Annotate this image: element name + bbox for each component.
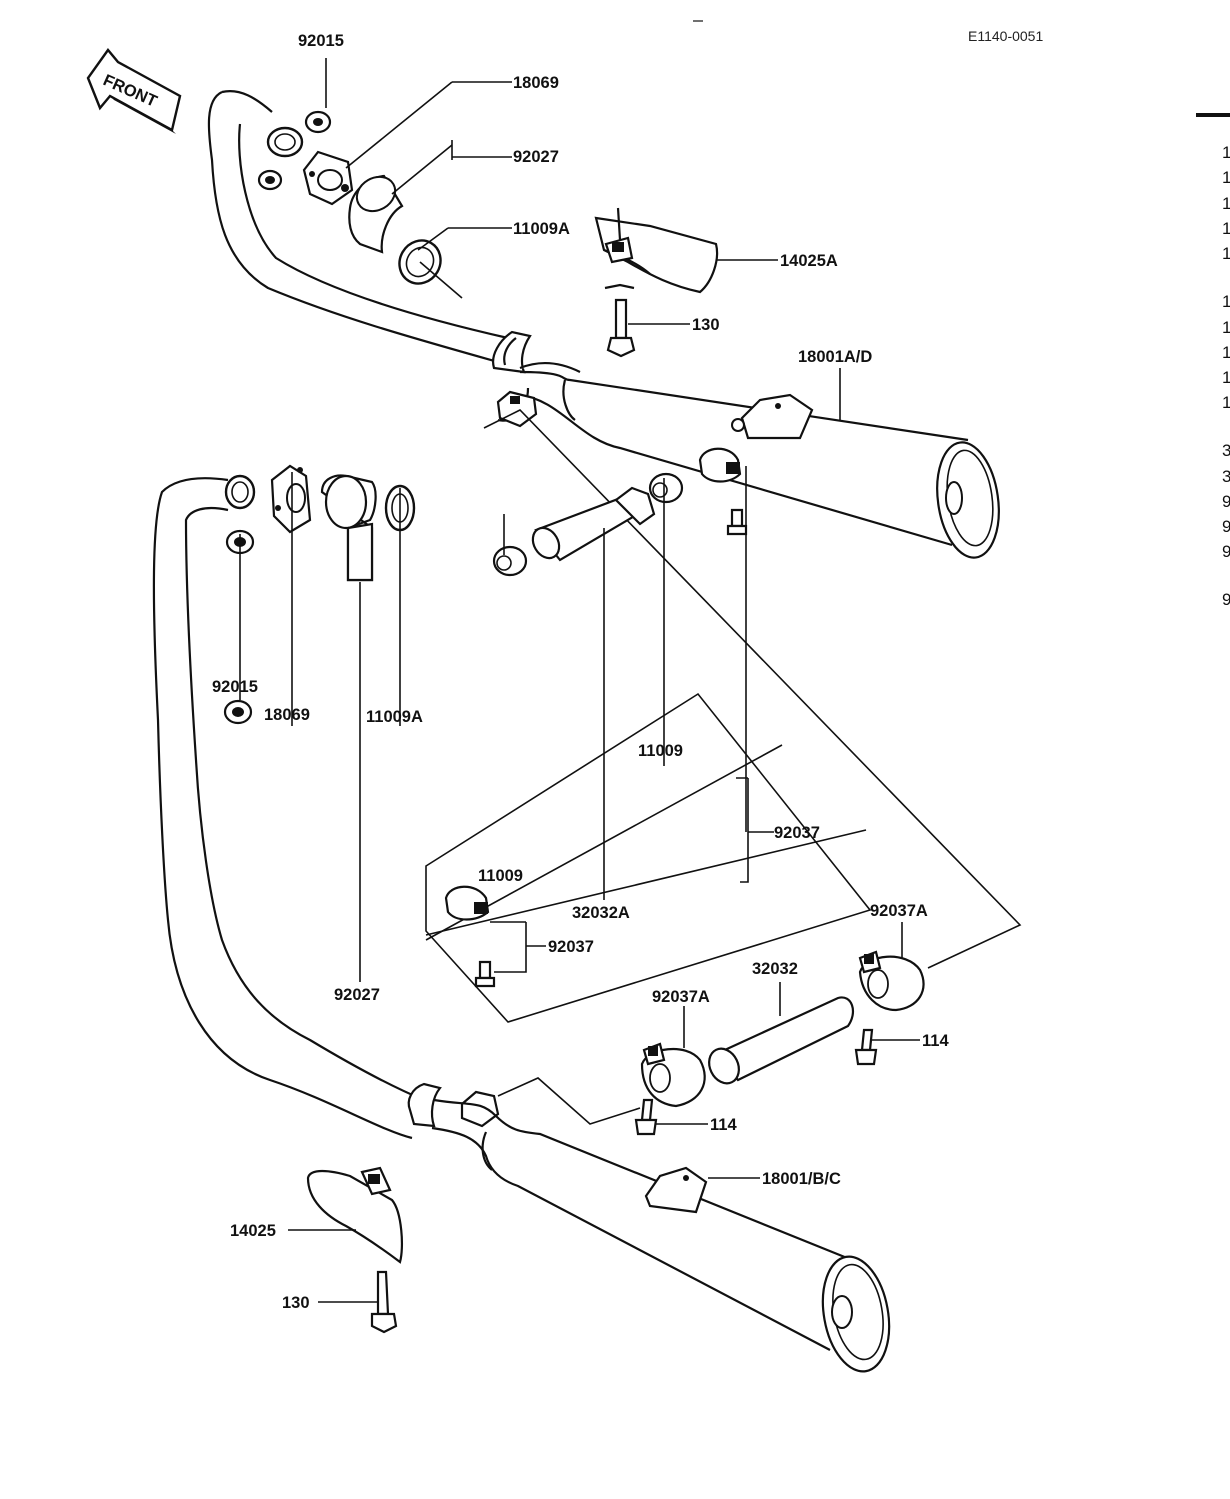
svg-text:9: 9 bbox=[1222, 517, 1230, 536]
svg-text:3: 3 bbox=[1222, 441, 1230, 460]
svg-text:9: 9 bbox=[1222, 492, 1230, 511]
label-lower-114-left: 114 bbox=[710, 1116, 737, 1134]
svg-text:1: 1 bbox=[1222, 292, 1230, 311]
lower-muffler-icon bbox=[431, 1098, 891, 1373]
lower-joint-collar bbox=[407, 1082, 500, 1128]
upper-collar-icon bbox=[348, 174, 404, 254]
label-lower-114-right: 114 bbox=[922, 1032, 949, 1050]
lower-bolt-icon bbox=[370, 1270, 398, 1334]
upper-muffler-icon bbox=[497, 361, 1000, 559]
lower-flange-icon bbox=[270, 464, 312, 534]
svg-text:1: 1 bbox=[1222, 393, 1230, 412]
label-lower-92015: 92015 bbox=[212, 678, 258, 696]
label-upper-130: 130 bbox=[692, 316, 720, 334]
label-upper-14025a: 14025A bbox=[780, 252, 838, 270]
svg-text:9: 9 bbox=[1222, 590, 1230, 609]
lower-screw-left-icon bbox=[634, 1098, 658, 1136]
lower-gasket-ring bbox=[224, 474, 256, 510]
label-upper-92015: 92015 bbox=[298, 32, 344, 50]
svg-text:1: 1 bbox=[1222, 244, 1230, 263]
label-lower-18069: 18069 bbox=[264, 706, 310, 724]
upper-bolt-icon bbox=[604, 283, 636, 358]
svg-text:3: 3 bbox=[1222, 467, 1230, 486]
lower-bracket-icon bbox=[306, 1166, 404, 1264]
label-lower-130: 130 bbox=[282, 1294, 310, 1312]
label-inset-11009-left: 11009 bbox=[478, 867, 523, 885]
label-lower-18001bc: 18001/B/C bbox=[762, 1170, 841, 1188]
svg-text:9: 9 bbox=[1222, 542, 1230, 561]
label-upper-18069: 18069 bbox=[513, 74, 559, 92]
label-upper-11009a: 11009A bbox=[513, 220, 570, 238]
label-lower-14025: 14025 bbox=[230, 1222, 276, 1240]
label-lower-32032: 32032 bbox=[752, 960, 798, 978]
label-upper-92027: 92027 bbox=[513, 148, 559, 166]
inset-frame bbox=[425, 692, 872, 1023]
svg-text:1: 1 bbox=[1222, 318, 1230, 337]
lower-screw-right-icon bbox=[854, 1028, 878, 1066]
inset-gasket-top-icon bbox=[648, 472, 684, 504]
upper-gasket-ring bbox=[266, 126, 304, 158]
label-lower-92037a-right: 92037A bbox=[870, 902, 928, 920]
svg-text:1: 1 bbox=[1222, 368, 1230, 387]
front-arrow-icon: FRONT bbox=[86, 48, 182, 134]
upper-joint-collar bbox=[492, 330, 532, 374]
lower-collar-icon bbox=[320, 474, 377, 582]
inset-clamp-bottom-icon bbox=[444, 885, 496, 988]
label-inset-92037-bottom: 92037 bbox=[548, 938, 594, 956]
svg-text:1: 1 bbox=[1222, 143, 1230, 162]
upper-bracket-icon bbox=[594, 207, 719, 294]
label-inset-32032a: 32032A bbox=[572, 904, 630, 922]
label-lower-11009a: 11009A bbox=[366, 708, 423, 726]
right-edge-index: 1 1 1 1 1 1 1 1 1 1 3 3 9 9 9 9 bbox=[1222, 143, 1230, 609]
label-lower-92027: 92027 bbox=[334, 986, 380, 1004]
lower-clamp-left-icon bbox=[640, 1042, 706, 1108]
label-inset-92037-top: 92037 bbox=[774, 824, 820, 842]
svg-text:1: 1 bbox=[1222, 194, 1230, 213]
upper-flange-icon bbox=[302, 150, 354, 206]
label-inset-11009-top: 11009 bbox=[638, 742, 683, 760]
inset-gasket-left-icon bbox=[492, 545, 528, 577]
upper-nut-icon bbox=[257, 110, 332, 191]
inset-pipe-icon bbox=[531, 486, 656, 562]
svg-text:1: 1 bbox=[1222, 343, 1230, 362]
lower-clamp-right-icon bbox=[858, 950, 925, 1012]
upper-exhaust-pipe bbox=[207, 90, 509, 364]
label-upper-18001ad: 18001A/D bbox=[798, 348, 872, 366]
svg-text:1: 1 bbox=[1222, 219, 1230, 238]
lower-pipe-icon bbox=[708, 996, 855, 1085]
inset-clamp-top-icon bbox=[698, 447, 748, 536]
lower-exhaust-pipe bbox=[152, 477, 425, 1140]
label-lower-92037a-left: 92037A bbox=[652, 988, 710, 1006]
diagram-code: E1140-0051 bbox=[968, 28, 1043, 44]
svg-text:1: 1 bbox=[1222, 168, 1230, 187]
